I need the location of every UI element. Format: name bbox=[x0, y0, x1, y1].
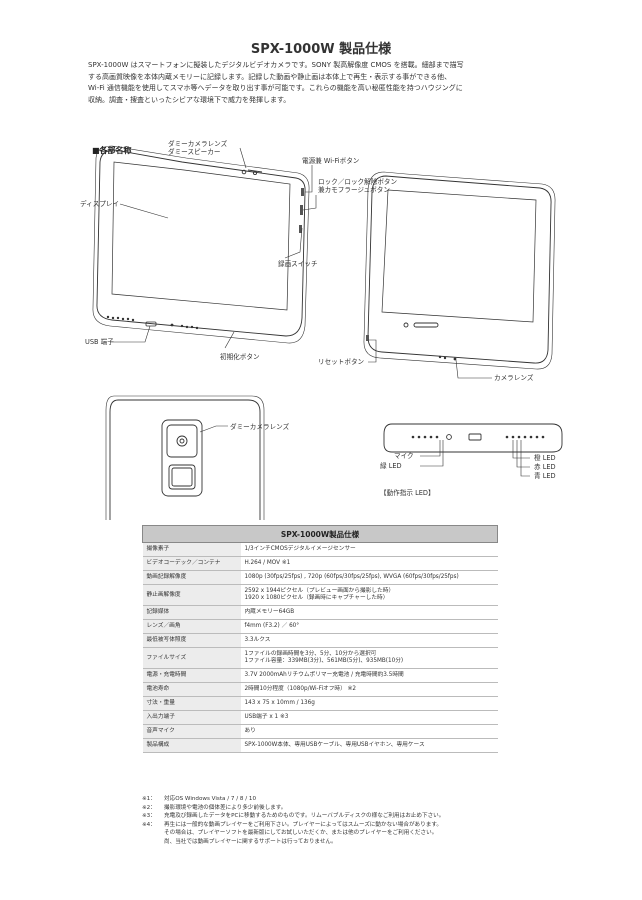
intro-line: 収納。調査・捜査といったシビアな環境下で威力を発揮します。 bbox=[88, 95, 291, 104]
label-init-button: 初期化ボタン bbox=[220, 353, 260, 361]
label-blue-led: 青 LED bbox=[534, 472, 556, 480]
label-dummy-camera-lens: ダミーカメラレンズ bbox=[230, 423, 290, 431]
footnote: ※1： 対応OS Windows Vista / 7 / 8 / 10 bbox=[142, 795, 512, 804]
page-title: SPX-1000W 製品仕様 bbox=[250, 42, 392, 57]
spec-value: H.264 / MOV ※1 bbox=[240, 556, 498, 571]
label-lock-button: ロック／ロック解除ボタン 兼カモフラージュボタン bbox=[318, 178, 398, 194]
footnote-text: 再生には一般的な動画プレイヤーをご利用下さい。プレイヤーによってはスムーズに動か… bbox=[164, 821, 442, 845]
label-reset-button: リセットボタン bbox=[318, 358, 365, 366]
spec-label: ビデオコーデック／コンテナ bbox=[142, 556, 241, 571]
spec-value: 2時間10分程度（1080p/Wi-Fiオフ時） ※2 bbox=[240, 682, 498, 697]
label-camera-lens: カメラレンズ bbox=[494, 374, 534, 382]
spec-label: レンズ／画角 bbox=[142, 619, 241, 634]
device-diagrams bbox=[92, 145, 563, 520]
footnote: ※4： 再生には一般的な動画プレイヤーをご利用下さい。プレイヤーによってはスムーズ… bbox=[142, 821, 512, 847]
spec-value: 内蔵メモリー64GB bbox=[240, 605, 498, 620]
spec-label: 静止画解像度 bbox=[142, 584, 241, 606]
footnote-mark: ※4： bbox=[142, 821, 156, 828]
table-row: 音声マイクあり bbox=[142, 724, 498, 739]
spec-value: 1/3インチCMOSデジタルイメージセンサー bbox=[240, 542, 498, 557]
spec-label: 製品構成 bbox=[142, 738, 241, 753]
table-row: 記録媒体内蔵メモリー64GB bbox=[142, 605, 498, 620]
footnote: ※2： 撮影環境や電池の個体差により多少前後します。 bbox=[142, 804, 512, 813]
spec-label: 入出力端子 bbox=[142, 710, 241, 725]
footnote-mark: ※1： bbox=[142, 796, 156, 802]
spec-label: 記録媒体 bbox=[142, 605, 241, 620]
spec-value: 3.7V 2000mAhリチウムポリマー充電池 / 充電時間約3.5時間 bbox=[240, 668, 498, 683]
footnote-text: 対応OS Windows Vista / 7 / 8 / 10 bbox=[164, 796, 257, 802]
spec-value: あり bbox=[240, 724, 498, 739]
bottom-edge-drawing bbox=[383, 423, 563, 453]
footnotes: ※1： 対応OS Windows Vista / 7 / 8 / 10 ※2： 撮影… bbox=[142, 795, 512, 847]
label-green-led: 緑 LED bbox=[380, 462, 402, 470]
footnote: ※3： 充電及び録画したデータをPCに移動するためのものです。リムーバブルディスク… bbox=[142, 812, 512, 821]
spec-label: ファイルサイズ bbox=[142, 647, 241, 669]
label-mic: マイク bbox=[394, 452, 414, 460]
spec-label: 寸法・重量 bbox=[142, 696, 241, 711]
spec-label: 最低被写体照度 bbox=[142, 633, 241, 648]
spec-value: 2592 x 1944ピクセル（プレビュー画面から撮影した時） 1920 x 1… bbox=[240, 584, 498, 606]
spec-label: 動画記録解像度 bbox=[142, 570, 241, 585]
label-orange-led: 橙 LED bbox=[534, 454, 556, 462]
spec-value: SPX-1000W本体、専用USBケーブル、専用USBイヤホン、専用ケース bbox=[240, 738, 498, 753]
spec-value: USB端子 x 1 ※3 bbox=[240, 710, 498, 725]
label-record-switch: 録画スイッチ bbox=[278, 260, 318, 268]
spec-value: 1080p (30fps/25fps) , 720p (60fps/30fps/… bbox=[240, 570, 498, 585]
spec-label: 電源・充電時間 bbox=[142, 668, 241, 683]
spec-value: f4mm (F3.2) ／ 60° bbox=[240, 619, 498, 634]
intro-line: Wi-Fi 通信機能を使用してスマホ等へデータを取り出す事が可能です。これらの機… bbox=[88, 84, 463, 93]
footnote-mark: ※3： bbox=[142, 813, 156, 820]
spec-value: 143 x 75 x 10mm / 136g bbox=[240, 696, 498, 711]
footnote-mark: ※2： bbox=[142, 804, 156, 811]
spec-label: 音声マイク bbox=[142, 724, 241, 739]
intro-line: する高画質映像を本体内蔵メモリーに記録します。記録した動画や静止画は本体上で再生… bbox=[88, 72, 452, 81]
label-power-wifi-button: 電源兼 Wi-Fiボタン bbox=[302, 157, 360, 165]
front-phone-drawing bbox=[92, 145, 310, 344]
spec-label: 電池寿命 bbox=[142, 682, 241, 697]
rear-phone-drawing bbox=[363, 171, 556, 370]
spec-label: 撮像素子 bbox=[142, 542, 241, 557]
label-display: ディスプレイ bbox=[80, 200, 120, 208]
footnote-text: 撮影環境や電池の個体差により多少前後します。 bbox=[164, 804, 287, 811]
spec-table-title: SPX-1000W製品仕様 bbox=[142, 525, 498, 543]
label-dummy-lens-speaker: ダミーカメラレンズ ダミースピーカー bbox=[168, 140, 228, 156]
footnote-text: 充電及び録画したデータをPCに移動するためのものです。リムーバブルディスクの様な… bbox=[164, 813, 445, 820]
intro-paragraph: SPX-1000W はスマートフォンに擬装したデジタルビデオカメラです。SONY… bbox=[88, 60, 568, 106]
label-red-led: 赤 LED bbox=[534, 463, 556, 471]
label-usb-port: USB 端子 bbox=[85, 338, 114, 346]
spec-value: 1ファイルの録画時間を3分、5分、10分から選択可 1ファイル容量：339MB(… bbox=[240, 647, 498, 669]
phone-back-drawing bbox=[105, 395, 265, 520]
spec-value: 3.3ルクス bbox=[240, 633, 498, 648]
label-led-caption: 【動作指示 LED】 bbox=[380, 489, 435, 497]
intro-line: SPX-1000W はスマートフォンに擬装したデジタルビデオカメラです。SONY… bbox=[88, 61, 464, 69]
